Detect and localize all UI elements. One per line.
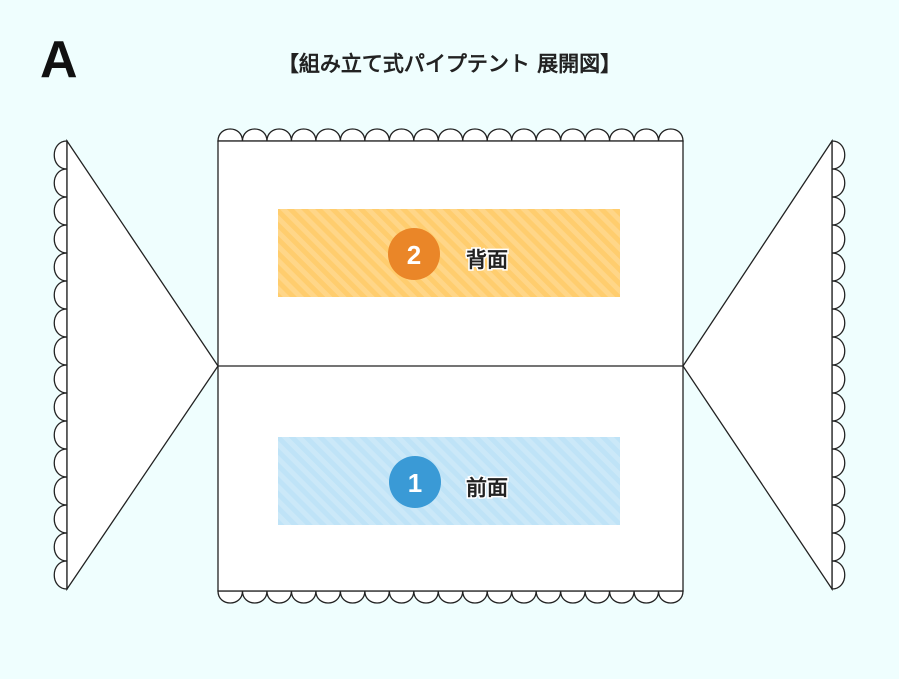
number-badge-2: [388, 228, 440, 280]
front-panel-area: 1 前面: [278, 437, 620, 525]
scalloped-edges: [53, 128, 846, 604]
back-label: 背面: [466, 248, 508, 272]
back-panel-area: 2 背面: [278, 209, 620, 297]
badge-number: 2: [407, 240, 421, 270]
right-side-panel: [682, 138, 833, 592]
number-badge-1: [389, 456, 441, 508]
left-side-panel: [66, 138, 219, 592]
diagram-title: 【組み立て式パイプテント 展開図】: [277, 52, 622, 76]
badge-number: 1: [408, 468, 422, 498]
front-label: 前面: [466, 476, 508, 500]
section-letter: A: [40, 31, 78, 89]
